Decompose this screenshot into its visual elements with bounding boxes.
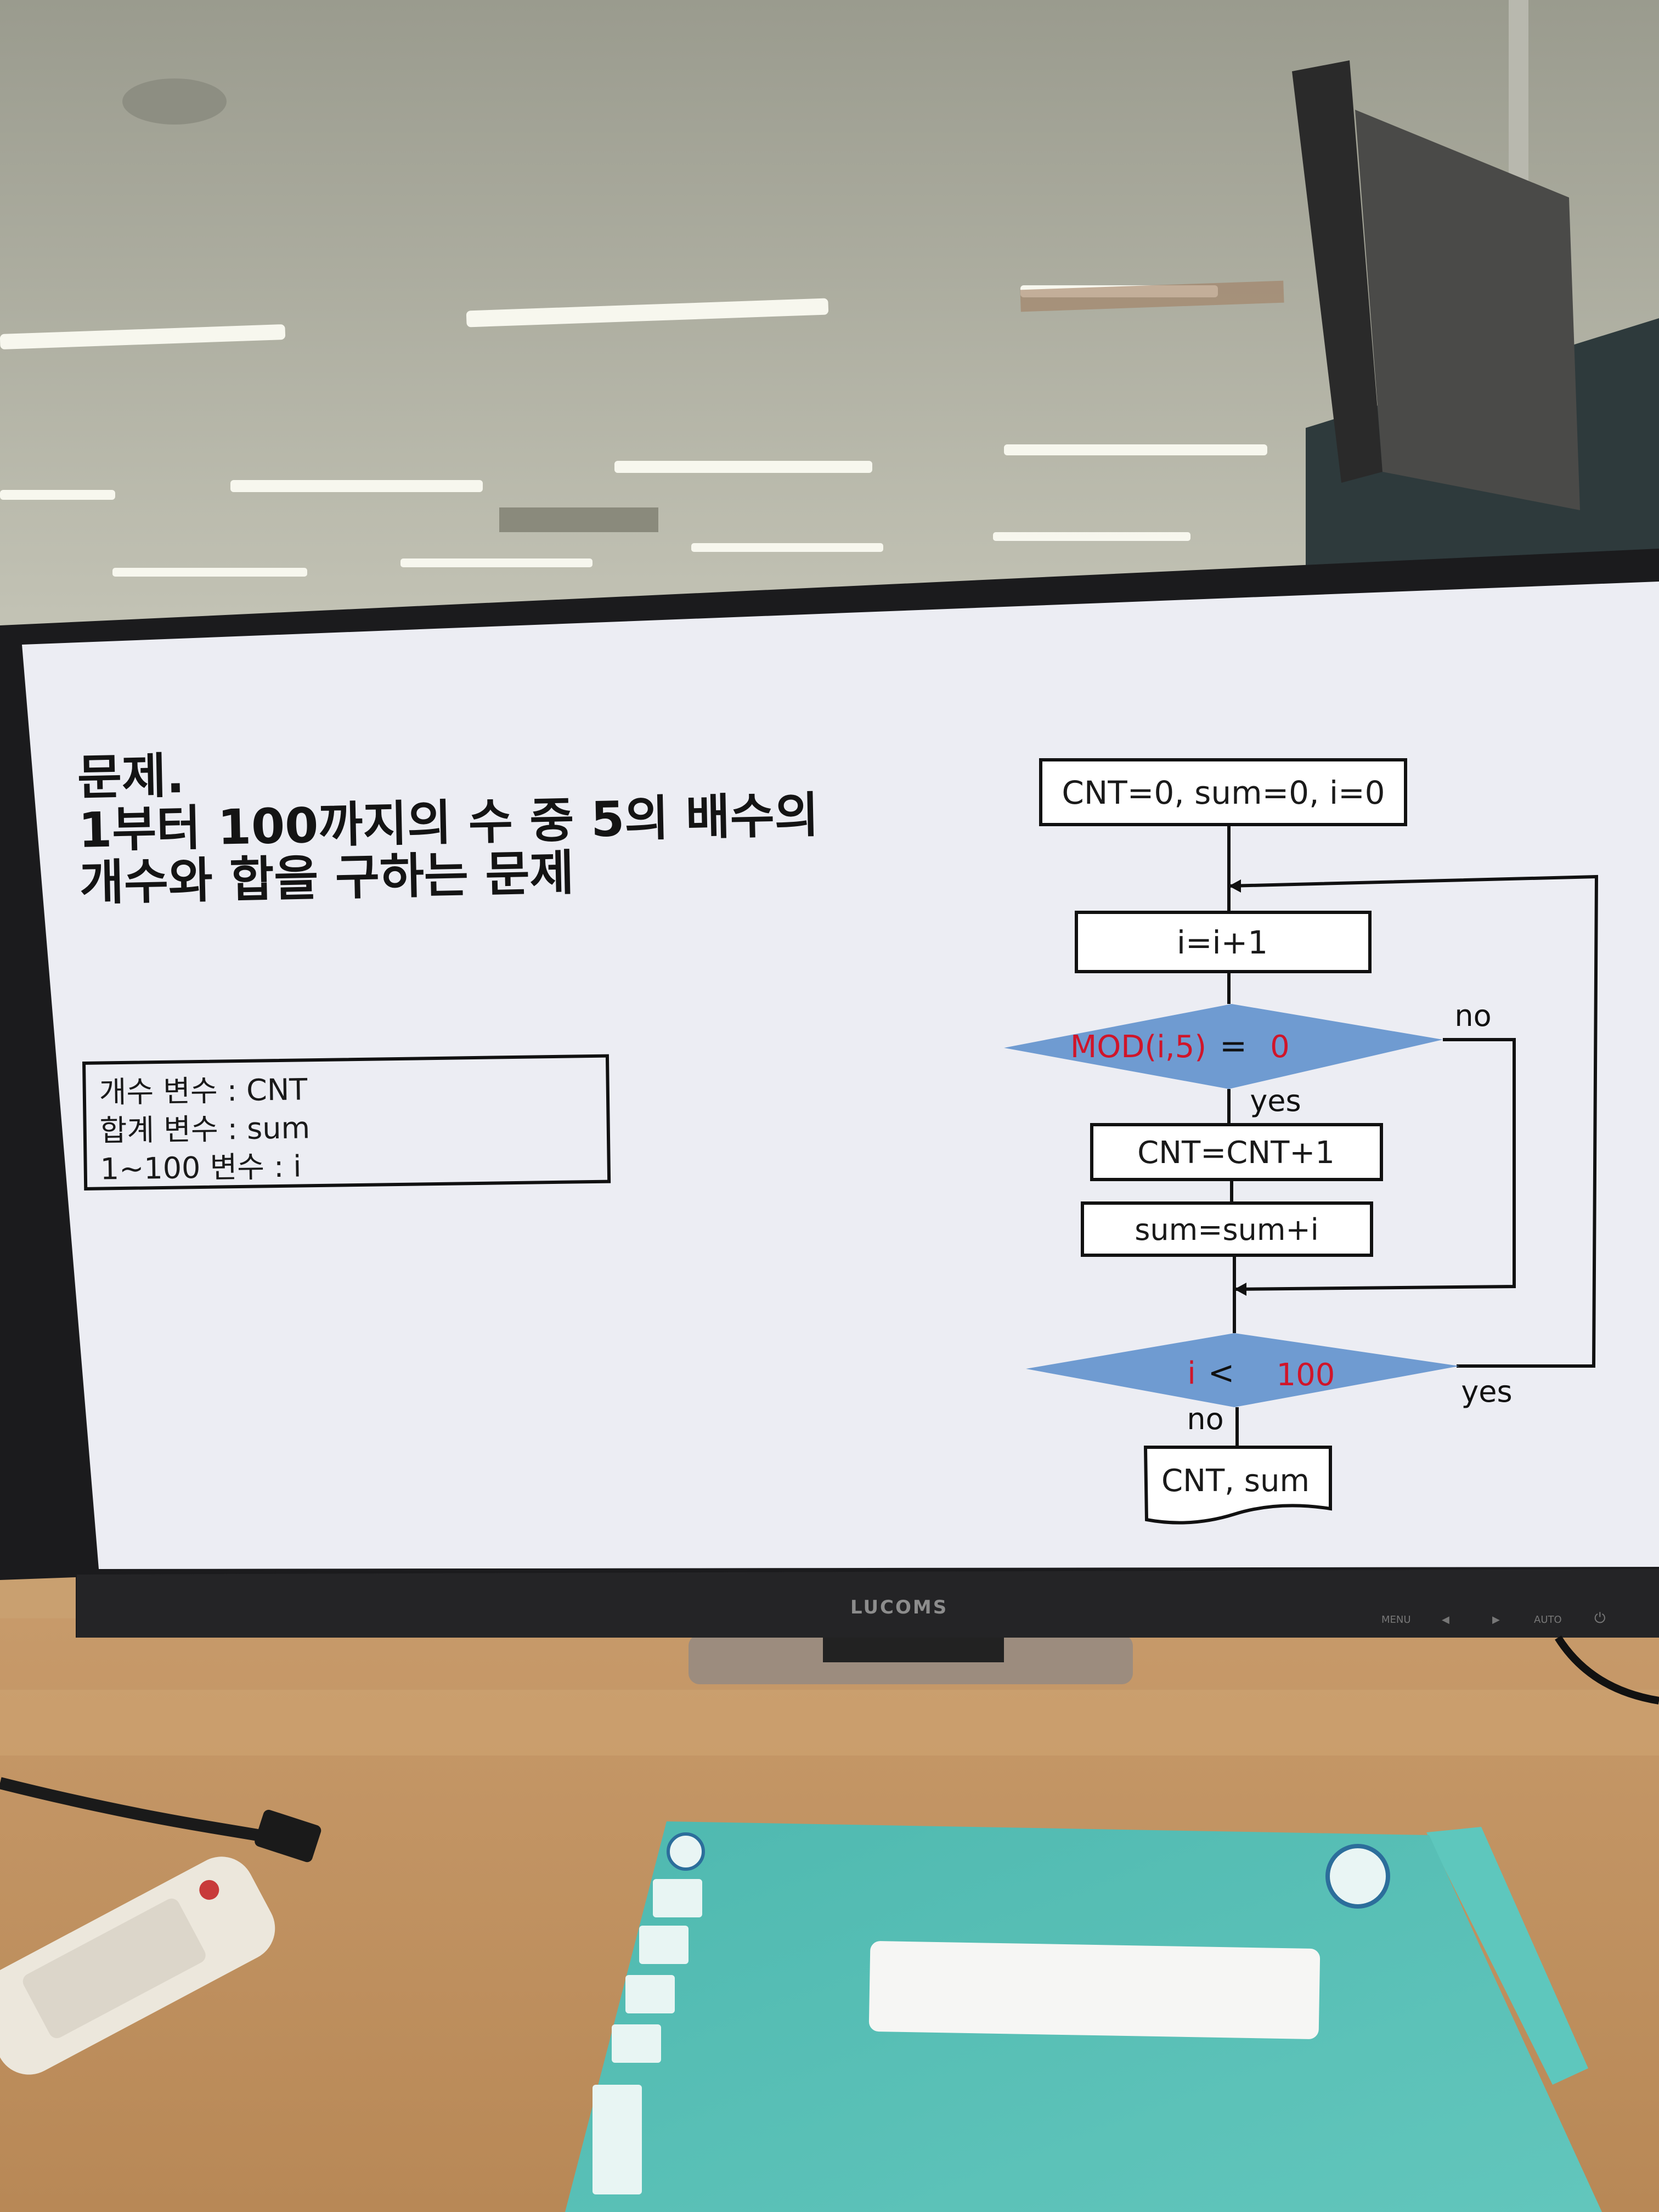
folder-emblem-left (667, 1832, 705, 1871)
ceiling-beam (1020, 280, 1284, 312)
monitor-chin (77, 1569, 1659, 1638)
output-text: CNT, sum (1161, 1463, 1310, 1499)
cond2-lhs: i (1187, 1356, 1196, 1391)
loop-arrowhead (1229, 879, 1241, 893)
loop-back-line (1228, 874, 1599, 1368)
condition-loop-diamond (1026, 1333, 1459, 1407)
screen (22, 582, 1659, 1569)
init-box (1039, 758, 1407, 826)
cond2-rhs: 100 (1277, 1357, 1335, 1393)
increment-text: i=i+1 (1177, 924, 1268, 961)
ceiling-vent (499, 507, 658, 532)
cond1-no-label: no (1454, 998, 1491, 1033)
hanging-tv (1292, 60, 1383, 483)
cond1-op: = (1220, 1027, 1247, 1065)
cond1-rhs: 0 (1270, 1029, 1290, 1065)
tv-mount (1355, 110, 1580, 510)
monitor-power-button[interactable]: ⏻ (1594, 1610, 1606, 1627)
variable-line: 1~100 변수 : i (100, 1149, 302, 1187)
increment-box (1075, 911, 1372, 973)
count-box (1090, 1123, 1383, 1181)
ceiling-speaker (122, 78, 227, 125)
remote-control (0, 1857, 275, 2075)
desk-edge (0, 1690, 1659, 1756)
power-cable (1555, 1635, 1659, 1705)
monitor-auto-button[interactable]: AUTO (1534, 1614, 1562, 1626)
count-text: CNT=CNT+1 (1137, 1135, 1335, 1171)
variables-box: 개수 변수 : CNT 합계 변수 : sum 1~100 변수 : i (82, 1054, 611, 1190)
monitor-brand-logo: LUCOMS (850, 1596, 949, 1618)
folder-emblem-right (1325, 1844, 1390, 1909)
cable (0, 1777, 308, 1849)
folder-label (868, 1941, 1321, 2039)
output-document (1143, 1446, 1332, 1525)
flowchart: CNT=0, sum=0, i=0 i=i+1 MOD(i,5) = 0 no … (1004, 758, 1599, 1525)
monitor-right-button[interactable]: ▶ (1492, 1614, 1500, 1626)
cond2-op: < (1208, 1354, 1235, 1391)
folder-back (1426, 1827, 1588, 2085)
hdmi-plug (255, 1809, 321, 1863)
variable-line: 개수 변수 : CNT (99, 1072, 308, 1110)
cond1-lhs: MOD(i,5) (1070, 1029, 1206, 1065)
no-branch-arrowhead (1234, 1283, 1246, 1296)
slide-title: 문제. 1부터 100까지의 수 중 5의 배수의 개수와 합을 구하는 문제 (77, 735, 903, 911)
variable-line: 합계 변수 : sum (99, 1110, 311, 1148)
monitor-left-button[interactable]: ◀ (1442, 1614, 1449, 1626)
no-branch-line (1234, 1038, 1516, 1291)
cond1-yes-label: yes (1250, 1084, 1301, 1118)
folder-form-fields (592, 1879, 702, 2194)
cond2-no-label: no (1187, 1402, 1223, 1436)
condition-mod-diamond (1004, 1004, 1443, 1089)
monitor-menu-button[interactable]: MENU (1381, 1614, 1411, 1626)
init-text: CNT=0, sum=0, i=0 (1062, 774, 1385, 811)
accumulate-box (1081, 1201, 1373, 1257)
cond2-yes-label: yes (1461, 1374, 1512, 1409)
accumulate-text: sum=sum+i (1135, 1212, 1318, 1247)
